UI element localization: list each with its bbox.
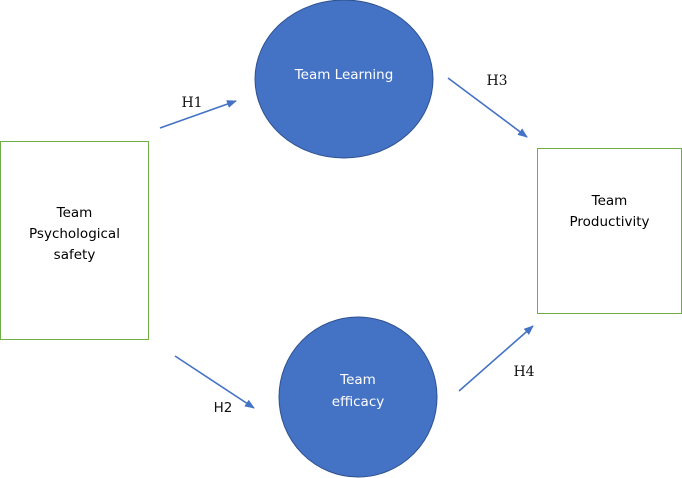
edge-label-h2: H2 [213,400,233,416]
team-learning-circle [254,0,434,159]
node-label-line: Team [56,205,93,221]
edge-label-h3: H3 [486,73,508,89]
team-efficacy-circle [278,316,438,478]
node-label-line: Productivity [569,214,650,230]
edge-label-h1: H1 [181,95,203,111]
team-efficacy-label: Team efficacy [332,369,384,413]
node-label-line: Psychological [29,226,120,242]
team-learning-label: Team Learning [295,64,394,86]
arrow-h2 [174,355,255,409]
edge-label-h4: H4 [513,364,535,380]
node-label-line: Team [340,372,376,388]
node-label-line: Team Learning [294,67,394,83]
arrow-h1 [159,100,237,129]
arrow-h4 [458,325,534,392]
team-productivity-box: Team Productivity [537,148,682,314]
arrow-h3 [447,77,528,138]
node-label-line: safety [53,247,96,263]
team-psychological-safety-box: Team Psychological safety [0,141,149,340]
node-label-line: efficacy [331,394,385,410]
node-label-line: Team [591,193,628,209]
